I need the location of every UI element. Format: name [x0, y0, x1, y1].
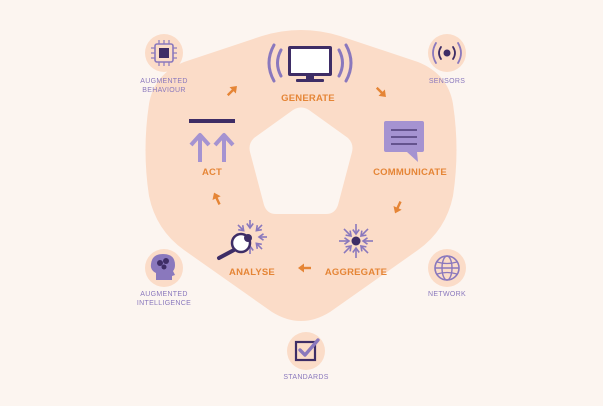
converging-arrow-head: [246, 223, 254, 230]
checkbox-icon: [294, 338, 320, 362]
stage-label-aggregate: AGGREGATE: [324, 267, 388, 278]
converging-center-dot: [351, 236, 361, 246]
chat-bubble-icon: [384, 121, 424, 162]
pentagon-hole: [249, 107, 353, 214]
cycle-arrow-analyse-act: [212, 192, 221, 205]
outer-label-augmented-behaviour: AUGMENTED BEHAVIOUR: [140, 77, 187, 95]
converging-arrow-head: [257, 233, 264, 241]
outer-label-line: NETWORK: [428, 291, 466, 298]
converging-arrow-head: [344, 237, 351, 245]
stage-label-communicate: COMMUNICATE: [373, 167, 447, 178]
converging-arrow-shaft: [343, 245, 352, 254]
outer-label-line: AUGMENTED: [140, 78, 188, 85]
converging-arrow-head: [361, 237, 368, 245]
outer-label-augmented-intelligence: AUGMENTED INTELLIGENCE: [137, 290, 191, 308]
sensor-signal-icon: [432, 42, 462, 64]
outer-label-line: INTELLIGENCE: [136, 300, 192, 307]
converging-arrow-shaft: [360, 228, 369, 237]
converging-arrow-shaft: [360, 245, 369, 254]
brain-head-icon: [150, 254, 175, 280]
converging-arrow-head: [352, 246, 360, 253]
cycle-arrow-act-generate: [226, 86, 237, 97]
magnifier-icon: [217, 220, 267, 260]
outer-label-line: AUGMENTED: [140, 291, 188, 298]
outer-label-standards: STANDARDS: [283, 373, 328, 382]
converging-arrow-head: [345, 244, 353, 252]
converging-arrow-head: [255, 242, 262, 249]
converging-arrow-head: [359, 244, 367, 252]
cycle-arrow-communicate-aggregate: [393, 201, 402, 214]
converging-arrow-head: [255, 225, 262, 232]
monitor-broadcast-icon: [267, 43, 353, 83]
outer-label-sensors: SENSORS: [429, 77, 465, 86]
globe-icon: [434, 255, 460, 281]
stage-label-act: ACT: [201, 167, 223, 178]
converging-arrow-head: [345, 230, 353, 238]
outer-label-line: BEHAVIOUR: [142, 87, 186, 94]
cycle-arrow-generate-communicate: [375, 86, 386, 97]
outer-label-line: SENSORS: [428, 78, 466, 85]
chip-icon: [151, 40, 177, 66]
converging-arrow-head: [238, 225, 245, 232]
up-arrows-icon: [189, 119, 235, 162]
badge-standards: [287, 332, 325, 370]
converging-arrow-shaft: [343, 228, 352, 237]
cycle-arrow-aggregate-analyse: [298, 263, 311, 273]
outer-label-network: NETWORK: [428, 290, 466, 299]
stage-label-generate: GENERATE: [281, 93, 335, 104]
converging-arrows-icon: [339, 224, 373, 258]
converging-arrow-head: [352, 229, 360, 236]
outer-label-line: STANDARDS: [283, 374, 329, 381]
converging-arrow-head: [359, 230, 367, 238]
stage-label-analyse: ANALYSE: [229, 267, 275, 278]
